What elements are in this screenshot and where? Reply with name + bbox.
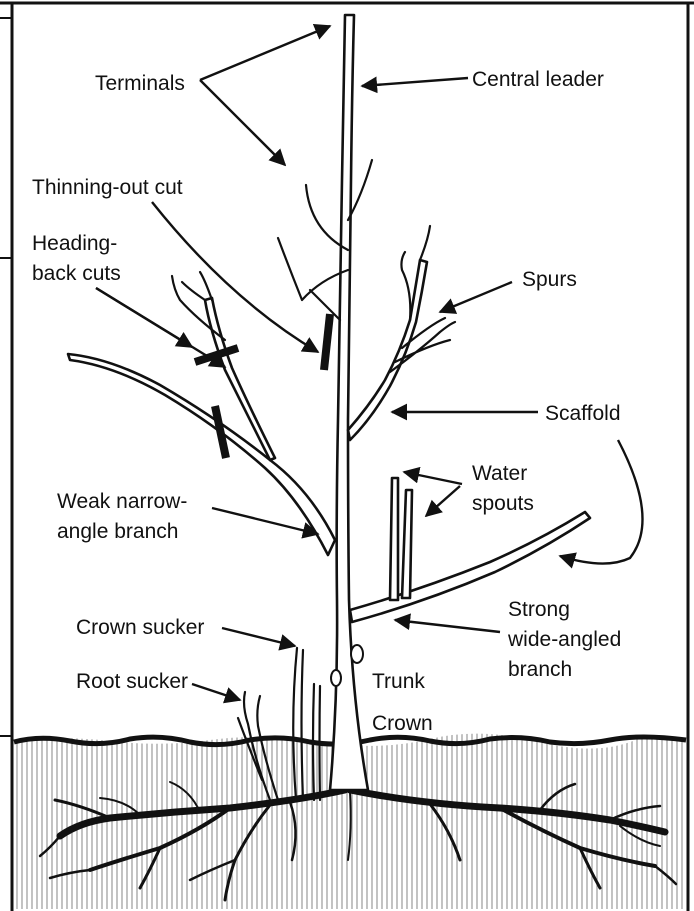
label-strong-branch-line1: Strong	[508, 598, 570, 621]
label-root-sucker: Root sucker	[76, 670, 188, 693]
label-heading-back-cuts-line2: back cuts	[32, 262, 121, 285]
label-weak-branch-line2: angle branch	[57, 520, 178, 543]
label-terminals: Terminals	[95, 72, 185, 95]
label-spurs: Spurs	[522, 268, 577, 291]
label-scaffold: Scaffold	[545, 402, 621, 425]
label-crown: Crown	[372, 712, 433, 735]
label-strong-branch-line2: wide-angled	[507, 628, 621, 651]
label-trunk: Trunk	[372, 670, 425, 693]
water-spout-1	[390, 478, 398, 600]
label-water-spouts-line2: spouts	[472, 492, 534, 515]
label-strong-branch-line3: branch	[508, 658, 572, 681]
label-thinning-out-cut: Thinning-out cut	[32, 176, 183, 199]
label-central-leader: Central leader	[472, 68, 604, 91]
label-heading-back-cuts-line1: Heading-	[32, 232, 117, 255]
label-water-spouts-line1: Water	[472, 462, 527, 485]
label-weak-branch-line1: Weak narrow-	[57, 490, 187, 513]
label-crown-sucker: Crown sucker	[76, 616, 204, 639]
